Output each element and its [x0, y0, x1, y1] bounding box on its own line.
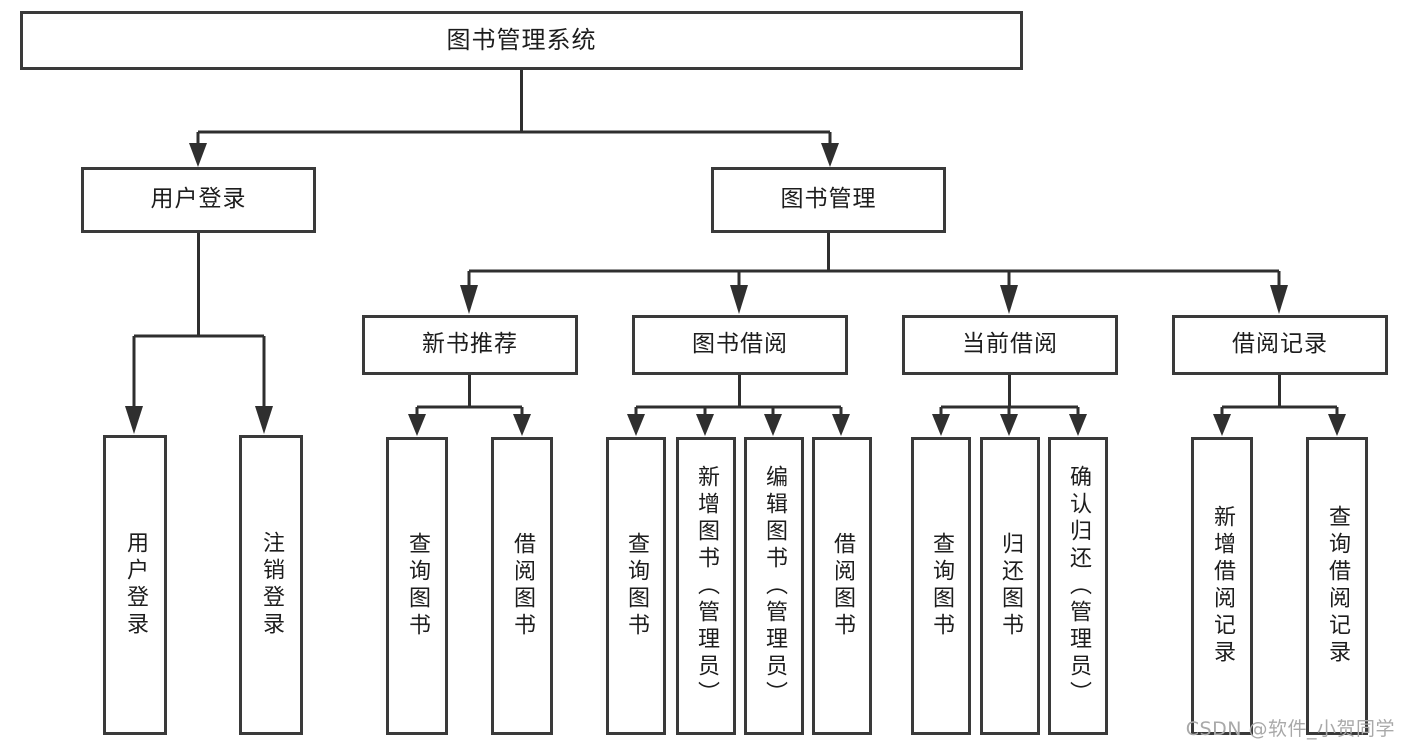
node-label: 借阅图书	[830, 532, 855, 640]
leaf-borrow-query-book[interactable]: 查询图书	[606, 437, 666, 735]
node-book-management[interactable]: 图书管理	[711, 167, 946, 233]
node-label: 新书推荐	[422, 331, 518, 358]
node-label: 确认归还（管理员）	[1066, 464, 1091, 708]
node-label: 归还图书	[998, 532, 1023, 640]
node-label: 用户登录	[150, 186, 247, 213]
node-label: 借阅图书	[510, 532, 535, 640]
leaf-current-confirm-return-admin[interactable]: 确认归还（管理员）	[1048, 437, 1108, 735]
leaf-record-add-borrow-record[interactable]: 新增借阅记录	[1191, 437, 1253, 735]
csdn-watermark: CSDN @软件_小贺同学	[1185, 718, 1395, 740]
node-user-login[interactable]: 用户登录	[81, 167, 316, 233]
node-label: 当前借阅	[962, 331, 1058, 358]
leaf-borrow-borrow-book[interactable]: 借阅图书	[812, 437, 872, 735]
leaf-user-logout[interactable]: 注销登录	[239, 435, 303, 735]
node-root-system[interactable]: 图书管理系统	[20, 11, 1023, 70]
node-new-book-recommend[interactable]: 新书推荐	[362, 315, 578, 375]
node-borrow-record[interactable]: 借阅记录	[1172, 315, 1388, 375]
leaf-borrow-add-book-admin[interactable]: 新增图书（管理员）	[676, 437, 736, 735]
node-book-borrow[interactable]: 图书借阅	[632, 315, 848, 375]
node-label: 查询图书	[624, 532, 649, 640]
node-label: 新增图书（管理员）	[694, 464, 719, 708]
leaf-record-query-borrow-record[interactable]: 查询借阅记录	[1306, 437, 1368, 735]
leaf-recommend-borrow-book[interactable]: 借阅图书	[491, 437, 553, 735]
node-label: 用户登录	[123, 531, 148, 639]
node-current-borrow[interactable]: 当前借阅	[902, 315, 1118, 375]
leaf-current-return-book[interactable]: 归还图书	[980, 437, 1040, 735]
leaf-user-login[interactable]: 用户登录	[103, 435, 167, 735]
node-label: 借阅记录	[1232, 331, 1328, 358]
leaf-current-query-book[interactable]: 查询图书	[911, 437, 971, 735]
node-label: 查询借阅记录	[1325, 505, 1350, 667]
node-label: 图书管理	[780, 186, 877, 213]
node-label: 查询图书	[405, 532, 430, 640]
leaf-borrow-edit-book-admin[interactable]: 编辑图书（管理员）	[744, 437, 804, 735]
node-label: 注销登录	[259, 531, 284, 639]
leaf-recommend-query-book[interactable]: 查询图书	[386, 437, 448, 735]
node-label: 查询图书	[929, 532, 954, 640]
node-label: 新增借阅记录	[1210, 505, 1235, 667]
node-label: 编辑图书（管理员）	[762, 464, 787, 708]
node-label: 图书管理系统	[446, 26, 597, 55]
node-label: 图书借阅	[692, 331, 788, 358]
